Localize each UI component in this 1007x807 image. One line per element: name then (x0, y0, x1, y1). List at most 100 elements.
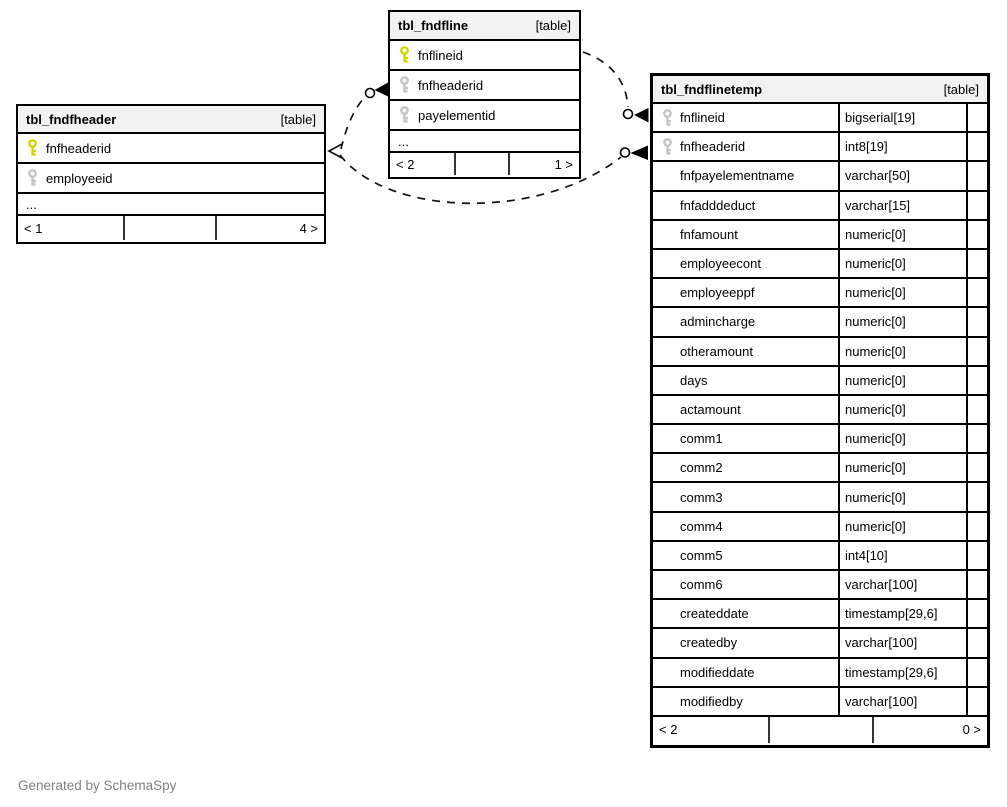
column-type: timestamp[29,6] (840, 658, 968, 686)
column-name: fnflineid (418, 47, 463, 63)
foreign-key-icon (663, 137, 672, 155)
column-row: modifieddate timestamp[29,6] (653, 658, 987, 688)
fk-circle-icon (364, 87, 376, 99)
child-count: 4 > (215, 216, 324, 240)
column-row: createdby varchar[100] (653, 629, 987, 659)
row-margin (968, 483, 987, 510)
column-name: fnfamount (680, 226, 738, 242)
row-margin (968, 425, 987, 452)
table-tbl-fndflinetemp[interactable]: tbl_fndflinetemp [table] fnflineid bigse… (650, 73, 990, 748)
column-row: fnfpayelementname varchar[50] (653, 162, 987, 192)
column-name: fnflineid (680, 110, 725, 126)
foreign-key-icon (400, 106, 409, 123)
column-name: fnfpayelementname (680, 168, 795, 184)
column-row: comm1 numeric[0] (653, 425, 987, 455)
table-footer: < 2 1 > (390, 153, 579, 175)
foreign-key-icon (28, 169, 37, 186)
row-margin (968, 629, 987, 656)
more-columns-ellipsis: ... (18, 194, 324, 216)
column-row: actamount numeric[0] (653, 395, 987, 426)
parent-count: < 2 (396, 156, 415, 172)
column-type: varchar[50] (840, 162, 968, 190)
column-name: admincharge (680, 314, 756, 330)
row-margin (968, 338, 987, 365)
open-arrow-icon (327, 143, 343, 159)
column-row: otheramount numeric[0] (653, 337, 987, 367)
column-name: fnfadddeduct (680, 197, 756, 213)
column-name: employeecont (680, 256, 761, 272)
column-type: varchar[100] (840, 571, 968, 599)
column-name: modifiedby (680, 693, 743, 709)
row-margin (968, 162, 987, 189)
row-margin (968, 104, 987, 131)
table-badge: [table] (535, 18, 571, 33)
table-header[interactable]: tbl_fndflinetemp [table] (653, 76, 987, 104)
table-title[interactable]: tbl_fndflinetemp (661, 81, 763, 97)
table-badge: [table] (943, 81, 979, 97)
column-row: comm3 numeric[0] (653, 483, 987, 513)
row-margin (968, 133, 987, 160)
column-type: numeric[0] (840, 366, 968, 394)
column-name: comm2 (680, 460, 723, 476)
row-margin (968, 192, 987, 219)
footer-spacer (123, 216, 215, 240)
column-name: fnfheaderid (418, 77, 484, 93)
column-name: employeeid (46, 170, 113, 186)
column-type: numeric[0] (840, 395, 968, 424)
column-row: employeeid (18, 164, 324, 194)
column-name: comm4 (680, 518, 723, 534)
column-type: varchar[100] (840, 629, 968, 657)
row-margin (968, 659, 987, 686)
column-row: fnfheaderid (390, 71, 579, 101)
column-name: payelementid (418, 107, 496, 123)
table-header[interactable]: tbl_fndfheader [table] (18, 106, 324, 134)
column-type: varchar[15] (840, 191, 968, 219)
column-row: comm5 int4[10] (653, 541, 987, 571)
row-margin (968, 250, 987, 277)
column-type: bigserial[19] (840, 104, 968, 132)
column-name: fnfheaderid (680, 139, 746, 155)
table-tbl-fndfline[interactable]: tbl_fndfline [table] fnflineid fnfheader… (388, 10, 581, 179)
column-row: comm4 numeric[0] (653, 512, 987, 542)
fk-arrow-icon (634, 108, 649, 123)
table-title[interactable]: tbl_fndfline (398, 18, 469, 33)
footer-spacer (454, 153, 508, 175)
table-badge: [table] (280, 111, 316, 127)
column-type: numeric[0] (840, 337, 968, 365)
column-row: comm6 varchar[100] (653, 571, 987, 601)
column-type: numeric[0] (840, 483, 968, 511)
column-type: varchar[100] (840, 687, 968, 715)
column-row: fnfadddeduct varchar[15] (653, 191, 987, 221)
column-type: numeric[0] (840, 308, 968, 336)
table-header[interactable]: tbl_fndfline [table] (390, 12, 579, 41)
column-row: fnflineid bigserial[19] (653, 104, 987, 134)
column-row: admincharge numeric[0] (653, 308, 987, 338)
fk-arrow-icon (374, 82, 388, 97)
table-title[interactable]: tbl_fndfheader (26, 111, 117, 127)
column-row: modifiedby varchar[100] (653, 687, 987, 717)
parent-count: < 2 (659, 722, 678, 738)
column-name: days (680, 372, 708, 388)
column-type: numeric[0] (840, 249, 968, 278)
table-footer: < 1 4 > (18, 216, 324, 240)
table-footer: < 2 0 > (653, 716, 987, 743)
column-name: otheramount (680, 343, 753, 359)
table-tbl-fndfheader[interactable]: tbl_fndfheader [table] fnfheaderid emplo… (16, 104, 326, 244)
relationship-line-fndfline-fndfheader (340, 97, 365, 150)
column-row: fnfheaderid (18, 134, 324, 164)
column-row: fnfamount numeric[0] (653, 220, 987, 250)
column-name: comm5 (680, 547, 723, 563)
row-margin (968, 513, 987, 540)
column-row: comm2 numeric[0] (653, 454, 987, 484)
row-margin (968, 688, 987, 715)
column-name: actamount (680, 401, 741, 417)
row-margin (968, 571, 987, 598)
row-margin (968, 279, 987, 306)
column-name: createdby (680, 635, 738, 651)
column-type: numeric[0] (840, 220, 968, 248)
parent-count: < 1 (24, 220, 43, 236)
child-count: 0 > (872, 716, 987, 743)
column-name: createddate (680, 606, 749, 622)
generated-by-credit: Generated by SchemaSpy (18, 778, 177, 793)
